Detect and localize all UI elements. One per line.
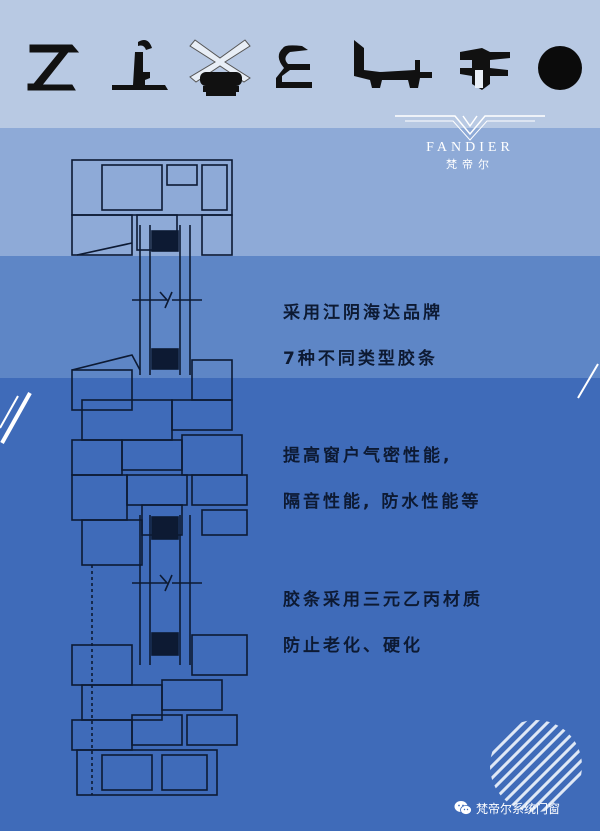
- copy-line-5: 胶条采用三元乙丙材质: [283, 590, 483, 610]
- brand-logo: FANDIER 梵帝尔: [395, 112, 545, 172]
- background-band-4: [0, 378, 600, 831]
- copy-line-2: 7种不同类型胶条: [283, 349, 438, 369]
- copy-line-6: 防止老化、硬化: [283, 636, 423, 656]
- upper-frame-profile: [71, 159, 233, 256]
- gasket-profile-5: [354, 40, 432, 88]
- brand-name-cn: 梵帝尔: [446, 158, 494, 171]
- gasket-profile-1: [27, 44, 80, 91]
- gasket-profile-4: [276, 45, 312, 88]
- background-band-2: [0, 128, 600, 256]
- gasket-profile-7: [538, 46, 582, 90]
- decorative-stripes-right: [577, 363, 599, 399]
- wechat-icon: [454, 801, 472, 815]
- copy-line-3: 提高窗户气密性能,: [283, 446, 453, 466]
- lower-frame-profile: [71, 634, 248, 796]
- gasket-profile-2: [112, 40, 168, 90]
- gasket-profile-3: [189, 39, 251, 96]
- brand-wing-icon: [395, 115, 545, 141]
- striped-circle-icon: [490, 720, 582, 812]
- wechat-watermark: 梵帝尔系统门窗: [454, 797, 560, 819]
- copy-line-4: 隔音性能, 防水性能等: [283, 492, 482, 512]
- lower-glass-unit: [132, 515, 202, 665]
- window-profile-cross-section: [71, 159, 248, 796]
- gasket-profile-6: [460, 48, 510, 90]
- copy-line-1: 采用江阴海达品牌: [283, 303, 443, 323]
- upper-glass-unit: [132, 225, 202, 375]
- middle-transom-profile: [71, 354, 248, 795]
- background-band-3: [0, 256, 600, 378]
- gasket-profiles-row: [27, 39, 582, 96]
- brand-name-en: FANDIER: [426, 140, 514, 155]
- wechat-account-name: 梵帝尔系统门窗: [476, 801, 561, 816]
- decorative-stripes-left: [0, 392, 32, 444]
